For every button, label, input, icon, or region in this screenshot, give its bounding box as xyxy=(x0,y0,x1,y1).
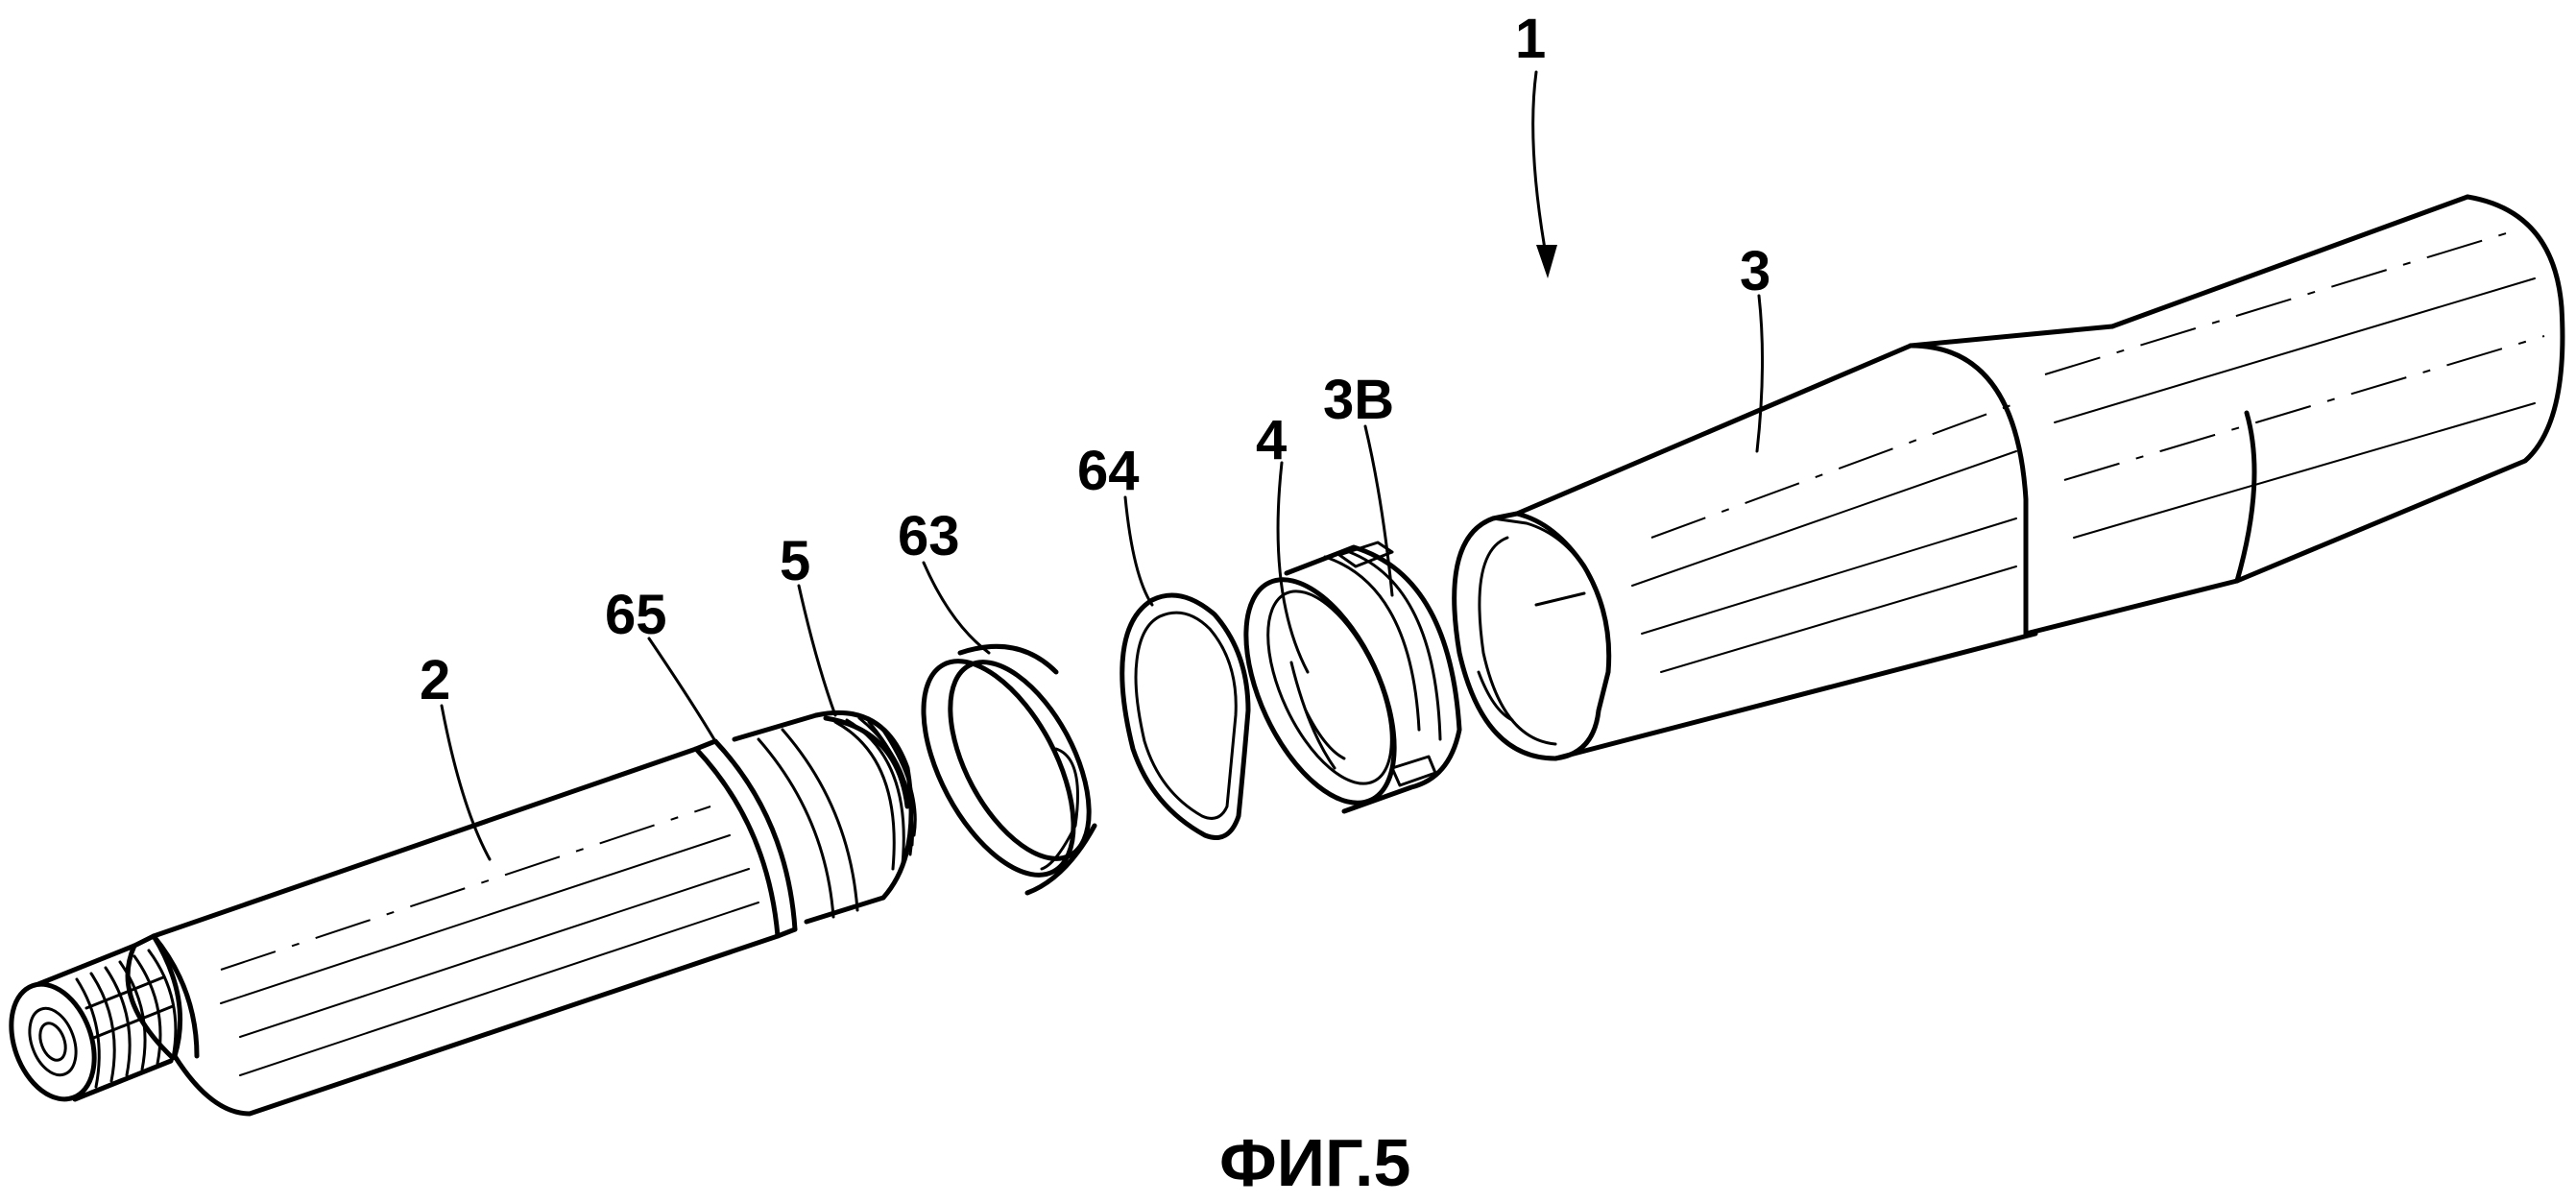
label-2: 2 xyxy=(420,649,450,711)
label-64: 64 xyxy=(1077,440,1140,502)
label-4: 4 xyxy=(1256,409,1287,471)
label-3b: 3B xyxy=(1323,369,1394,431)
label-3: 3 xyxy=(1740,240,1770,302)
leader-lines xyxy=(440,70,1765,861)
label-1: 1 xyxy=(1515,8,1546,70)
part-64-spring xyxy=(1119,592,1251,840)
label-65: 65 xyxy=(605,584,667,646)
label-63: 63 xyxy=(898,505,960,567)
part-3-sleeve xyxy=(1452,194,2565,761)
reference-labels: 1 3 3B 4 64 63 5 65 2 xyxy=(420,8,1770,711)
part-4-3b-ring xyxy=(1243,541,1462,814)
label-5: 5 xyxy=(780,530,810,592)
part-2-shank xyxy=(9,710,917,1117)
figure-caption: ФИГ.5 xyxy=(1219,1125,1410,1200)
arrow-head-icon xyxy=(1536,245,1557,278)
part-63-ring xyxy=(921,643,1097,896)
